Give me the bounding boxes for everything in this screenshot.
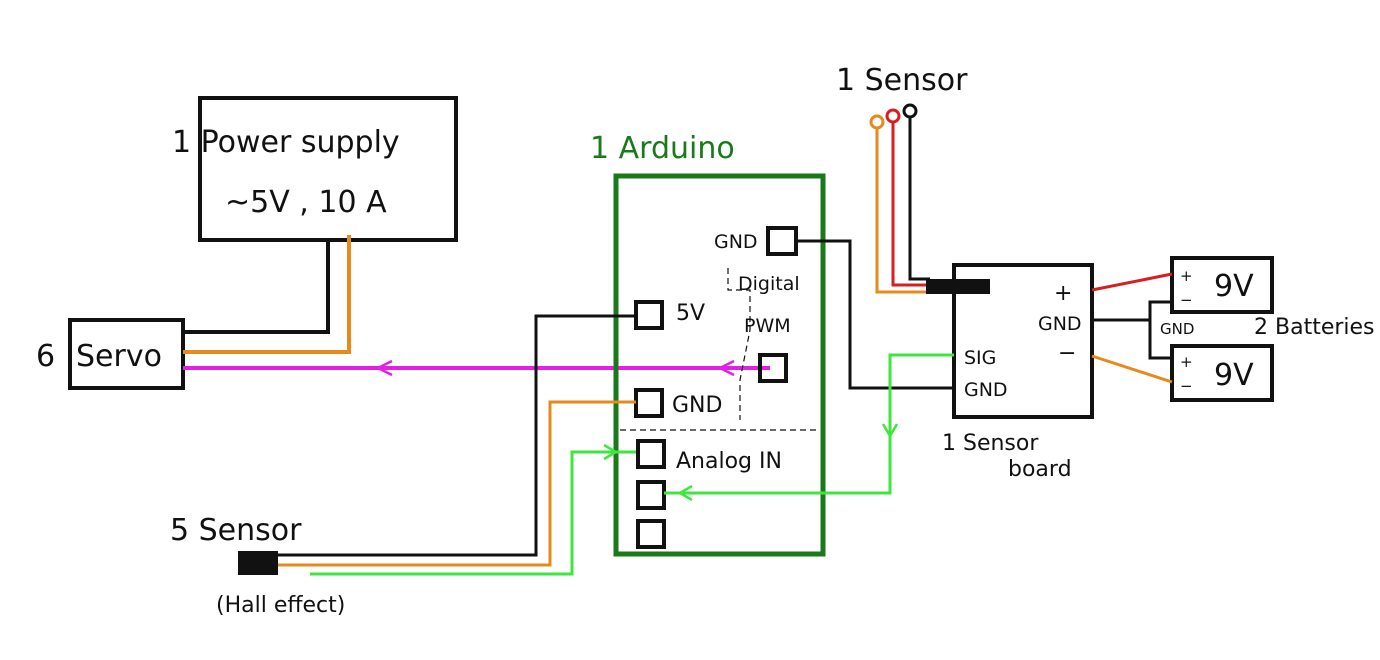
pin-analog-a1 (636, 480, 666, 510)
battery-1-minus: − (1180, 291, 1193, 309)
power-supply-spec: ~5V , 10 A (225, 185, 387, 220)
sensor-top-orange-terminal (869, 114, 885, 130)
pin-gnd-top (766, 226, 798, 256)
pin-gnd-top-label: GND (714, 231, 758, 253)
sensor-top-red-terminal (885, 108, 901, 124)
servo-qty: 6 (36, 339, 55, 374)
wire-sensor-red (891, 122, 930, 287)
wire-bat-orange (1091, 354, 1173, 384)
pin-5v-label: 5V (676, 301, 705, 326)
arrow-hall-green (603, 443, 619, 461)
hall-sensor-label: 5 Sensor (170, 513, 302, 548)
digital-group-divider (727, 268, 751, 420)
wire-bat-gnd-2 (1148, 320, 1172, 360)
sensor-board-caption2: board (1008, 457, 1072, 482)
arrow-magenta-end (717, 359, 735, 377)
sensor-board-caption1: 1 Sensor (942, 431, 1039, 456)
arduino-board (613, 173, 826, 557)
battery-2 (1170, 344, 1274, 402)
battery-2-minus: − (1180, 377, 1193, 395)
wire-bat-red (1091, 272, 1173, 292)
wire-hall-green (310, 450, 636, 576)
analog-in-label: Analog IN (676, 449, 782, 474)
sensor-top-black-terminal (902, 103, 918, 119)
wire-sensor-black (908, 117, 930, 281)
pin-5v (634, 300, 664, 330)
hall-sensor-body (238, 551, 278, 575)
battery-2-plus: + (1180, 353, 1193, 371)
wire-psu-orange (183, 235, 351, 354)
sensor-board-minus: − (1058, 341, 1076, 366)
power-supply-title: 1 Power supply (172, 125, 400, 160)
sensor-board-gnd: GND (1038, 313, 1082, 335)
wire-hall-black (278, 314, 636, 557)
arrow-green-down (881, 423, 899, 439)
sensor-board-plus: + (1054, 281, 1072, 306)
wire-bat-gnd (1092, 300, 1172, 322)
digital-label: Digital (738, 273, 800, 295)
wire-gnd-arduino-board (796, 239, 954, 390)
sensor-board-box (952, 263, 1094, 419)
arrow-green-left (677, 484, 693, 502)
pwm-label: PWM (744, 315, 791, 337)
sensor-top-label: 1 Sensor (836, 63, 968, 98)
battery-1-voltage: 9V (1214, 269, 1254, 304)
arduino-title: 1 Arduino (590, 131, 735, 166)
battery-1 (1170, 256, 1274, 314)
pin-analog-a0 (636, 439, 666, 469)
battery-2-voltage: 9V (1214, 358, 1254, 393)
pin-analog-a2 (636, 519, 666, 549)
wire-sensor-orange (875, 128, 930, 294)
wire-hall-orange (278, 400, 636, 567)
hall-sensor-sub: (Hall effect) (216, 593, 345, 618)
batteries-caption: 2 Batteries (1254, 315, 1375, 340)
battery-1-plus: + (1180, 267, 1193, 285)
wire-psu-black (183, 240, 330, 334)
batteries-gnd-label: GND (1160, 320, 1194, 338)
sensor-board-gnd2: GND (964, 379, 1008, 401)
pin-pwm (758, 353, 788, 383)
pin-gnd-mid (634, 388, 664, 418)
pin-gnd-mid-label: GND (672, 393, 722, 418)
servo-label: Servo (76, 339, 162, 374)
sensor-connector (926, 279, 990, 294)
arrow-magenta-mid (375, 359, 393, 377)
sensor-board-sig: SIG (964, 347, 996, 369)
wire-sig-green (664, 353, 954, 495)
